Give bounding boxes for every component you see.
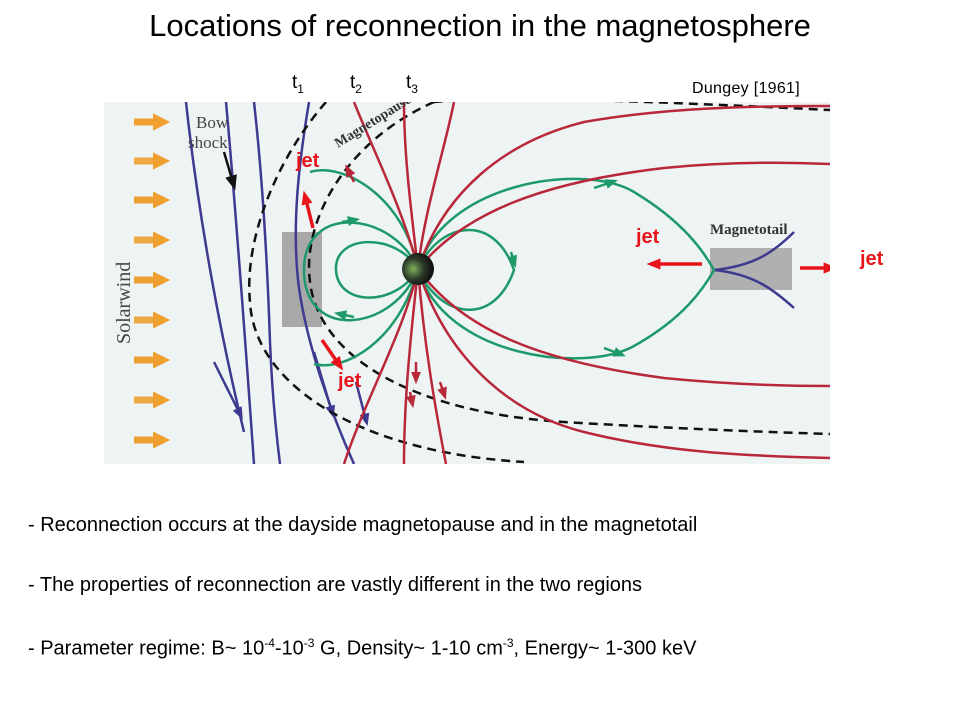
diagram-background xyxy=(104,102,830,464)
dayside-reconnection-region xyxy=(282,232,322,327)
bow-shock-label-line2: shock xyxy=(188,133,228,152)
bullet-parameter-regime: - Parameter regime: B~ 10-4-10-3 G, Dens… xyxy=(28,636,697,660)
jet-arrows xyxy=(301,190,830,371)
bow-shock-label-line1: Bow xyxy=(196,113,229,132)
magnetosphere-diagram: Bow shock Magnetopause Magnetotail Solar… xyxy=(104,102,830,464)
citation: Dungey [1961] xyxy=(692,80,800,97)
open-field-lines xyxy=(342,102,830,464)
solar-wind-arrows xyxy=(134,113,171,449)
jet-arrow-dayside-south xyxy=(320,339,344,371)
jet-arrow-dayside-north xyxy=(301,190,315,229)
time-label-t2: t2 xyxy=(350,72,362,96)
bullet-reconnection-locations: - Reconnection occurs at the dayside mag… xyxy=(28,514,698,536)
magnetotail-label: Magnetotail xyxy=(710,222,787,238)
bow-shock-pointer xyxy=(222,151,237,191)
earth xyxy=(402,253,434,285)
closed-field-lines xyxy=(302,169,716,367)
solar-wind-label: Solarwind xyxy=(113,262,135,344)
slide-title: Locations of reconnection in the magneto… xyxy=(149,8,811,43)
bullet-properties: - The properties of reconnection are vas… xyxy=(28,574,643,596)
time-label-t3: t3 xyxy=(406,72,418,96)
jet-label-dayside-north: jet xyxy=(296,150,320,172)
time-label-t1: t1 xyxy=(292,72,304,96)
jet-label-tail-tailward: jet xyxy=(860,248,884,270)
jet-label-tail-earthward: jet xyxy=(636,226,660,248)
jet-label-dayside-south: jet xyxy=(338,370,362,392)
